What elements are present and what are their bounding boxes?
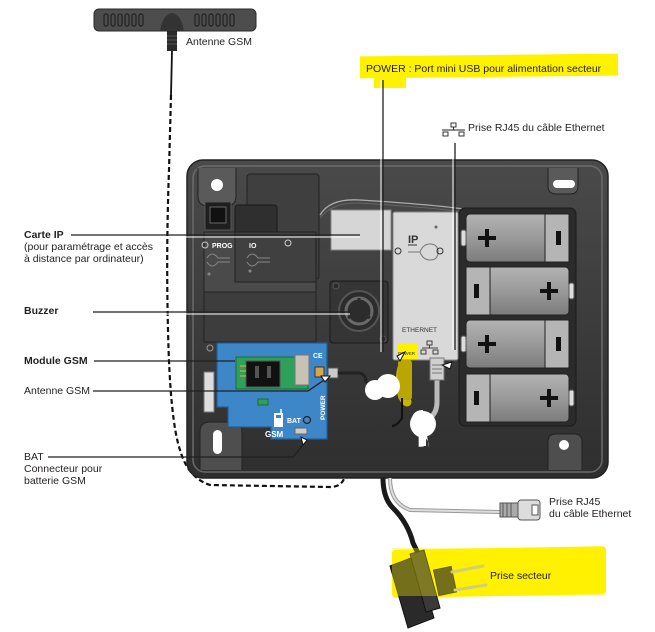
label-rj45-top: Prise RJ45 du câble Ethernet xyxy=(468,122,605,134)
ip-module: IP ETHERNET POWER xyxy=(392,211,459,361)
phone-icon xyxy=(274,409,283,427)
network-icon xyxy=(420,340,439,355)
ip-card-plate xyxy=(330,209,392,251)
battery-4 xyxy=(465,373,575,423)
buzzer xyxy=(329,280,389,344)
ethernet-marking: ETHERNET xyxy=(402,327,437,334)
antenna-cable xyxy=(170,50,173,96)
bat-marking: BAT xyxy=(287,418,302,425)
battery-plus-icon xyxy=(478,335,496,353)
battery-2 xyxy=(465,266,575,316)
label-antenne-gsm-left: Antenne GSM xyxy=(24,385,90,397)
battery-plus-icon xyxy=(478,229,496,247)
label-bat: BAT xyxy=(24,451,44,463)
power-side-marking: POWER xyxy=(320,395,327,420)
label-carte-ip: Carte IP xyxy=(24,229,64,241)
label-module-gsm: Module GSM xyxy=(24,355,88,367)
battery-minus-icon xyxy=(556,337,561,351)
label-carte-ip-desc-2: à distance par ordinateur) xyxy=(24,253,144,265)
battery-clip xyxy=(203,371,215,413)
label-rj45-bottom-1: Prise RJ45 xyxy=(549,496,601,508)
antenna-icon xyxy=(93,8,257,51)
prog-marking: PROG xyxy=(212,243,233,250)
label-prise-secteur: Prise secteur xyxy=(490,570,552,582)
battery-minus-icon xyxy=(474,284,479,298)
power-highlight-tail xyxy=(374,74,406,88)
label-power: POWER : Port mini USB pour alimentation … xyxy=(366,63,602,75)
battery-minus-icon xyxy=(556,231,561,245)
label-buzzer: Buzzer xyxy=(24,305,59,317)
battery-3 xyxy=(460,319,570,369)
battery-pack xyxy=(458,207,577,427)
label-carte-ip-desc-1: (pour paramétrage et accès xyxy=(24,241,153,253)
label-antenna-top: Antenne GSM xyxy=(186,36,252,48)
gsm-marking: GSM xyxy=(265,430,284,439)
callout-lines xyxy=(48,80,456,458)
battery-1 xyxy=(460,213,570,263)
label-rj45-bottom-2: du câble Ethernet xyxy=(549,508,632,520)
network-icon xyxy=(442,122,465,137)
battery-minus-icon xyxy=(474,391,479,405)
io-marking: IO xyxy=(249,243,257,250)
label-bat-desc-1: Connecteur pour xyxy=(24,463,103,475)
ip-marking: IP xyxy=(408,234,418,246)
label-bat-desc-2: batterie GSM xyxy=(24,475,86,487)
rj45-plug xyxy=(499,499,541,521)
ce-marking: CE xyxy=(313,353,323,360)
battery-plus-icon xyxy=(540,389,558,407)
battery-plus-icon xyxy=(540,282,558,300)
power-plug-icon xyxy=(389,549,488,629)
power-port-marking: POWER xyxy=(398,351,416,356)
prog-io-area: PROG IO xyxy=(201,173,320,343)
